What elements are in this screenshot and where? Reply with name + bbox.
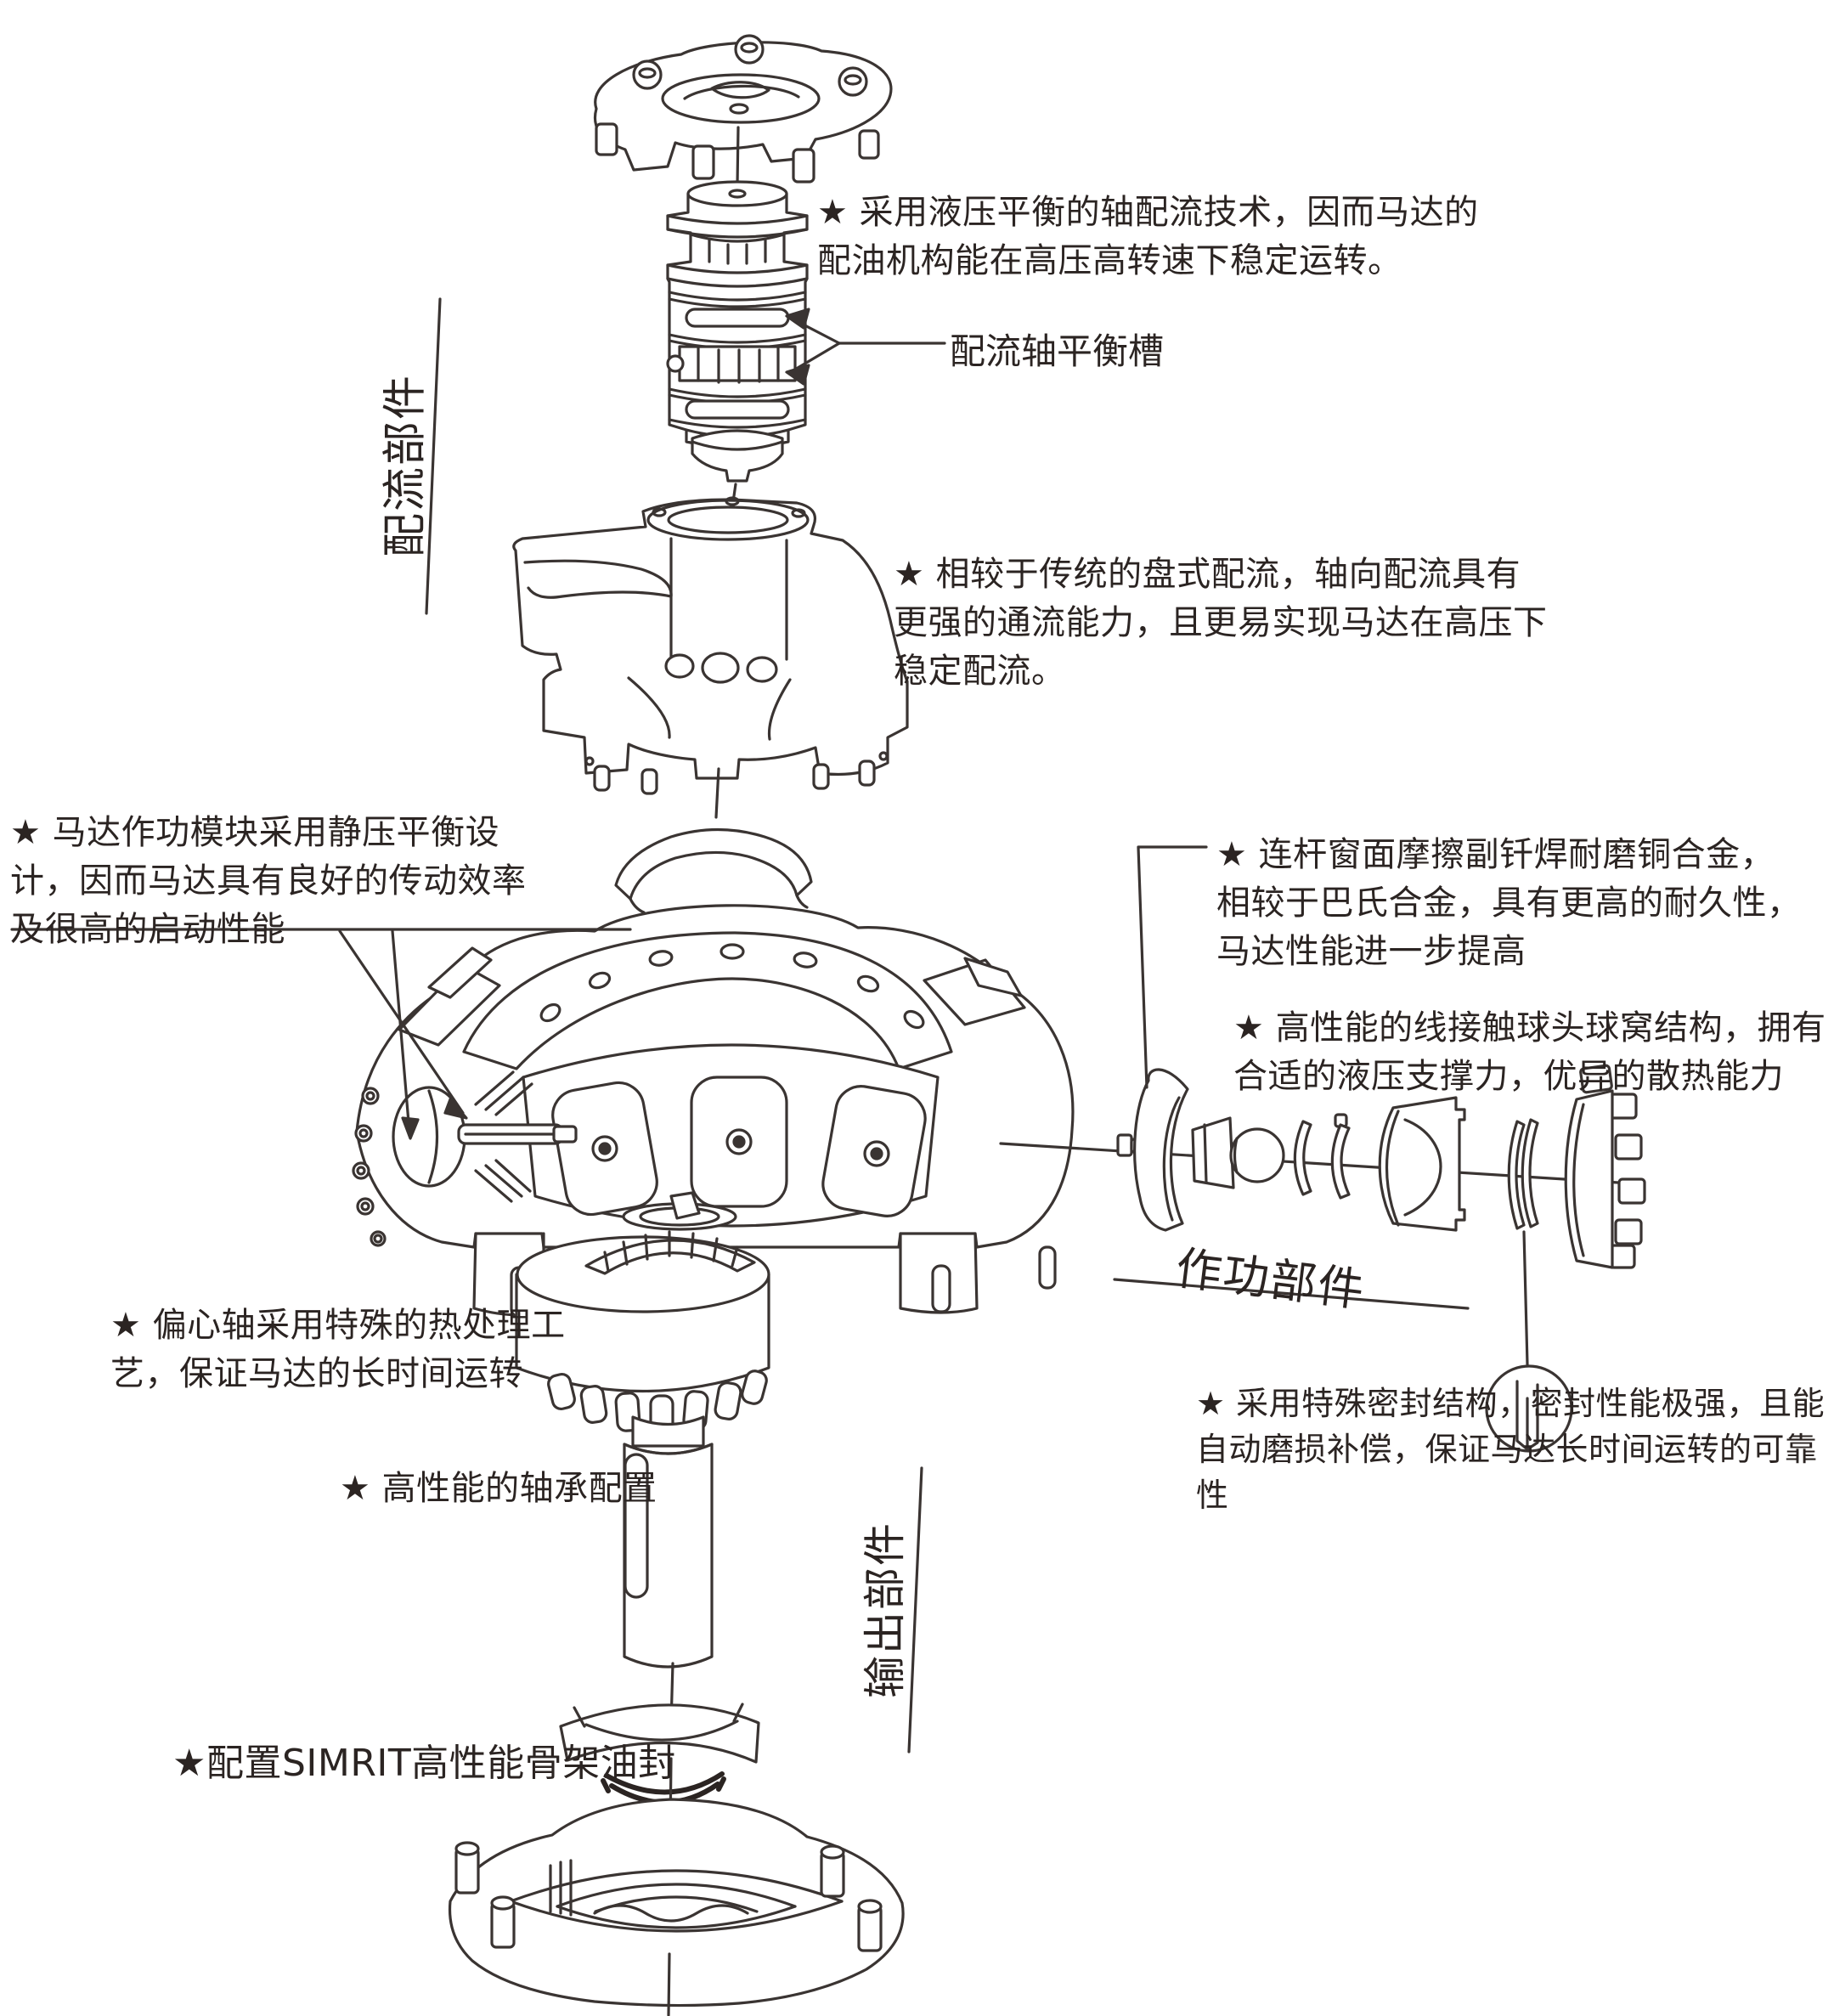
balance-groove-leader-lines [785, 308, 946, 386]
end-cover-part [448, 1798, 905, 2008]
annotation-eccentric-shaft: ★ 偏心轴采用特殊的热处理工 艺，保证马达的长时间运转 [110, 1306, 566, 1393]
bearing-drum-part [515, 1191, 770, 1435]
annotation-simrit: ★配置SIMRIT高性能骨架油封 [172, 1742, 676, 1785]
annotation-bearing: ★ 高性能的轴承配置 [340, 1469, 657, 1508]
seal-carrier-part [559, 1703, 760, 1764]
center-axis-line-3 [714, 767, 720, 819]
shim-washer-2-part [1330, 1113, 1351, 1200]
hydrostatic-leader-lines [10, 928, 632, 1140]
annotation-rod-window: ★ 连杆窗面摩擦副钎焊耐磨铜合金， 相较于巴氏合金，具有更高的耐久性， 马达性能… [1216, 835, 1802, 971]
valve-housing-part [512, 496, 909, 795]
rod-window-leader-line [1137, 845, 1208, 1089]
section-label-distribution: 配流部件 [380, 373, 432, 558]
annotation-axial-valve: ★ 采用液压平衡的轴配流技术，因而马达的 配油机构能在高压高转速下稳定运转。 [817, 193, 1479, 280]
main-housing-part [352, 904, 1075, 1320]
window-plate-part [1564, 1064, 1646, 1269]
balance-groove-label: 配流轴平衡槽 [950, 330, 1165, 372]
output-label-line [907, 1466, 923, 1753]
section-label-output: 输出部件 [861, 1522, 910, 1698]
spool-valve-part [666, 180, 809, 462]
piston-slipper-part [1133, 1068, 1189, 1232]
distribution-label-line [425, 297, 442, 615]
annotation-hydrostatic: ★ 马达作功模块采用静压平衡设 计，因而马达具有良好的传动效率 及很高的启动性能 [10, 813, 527, 949]
annotation-seal: ★ 采用特殊密封结构，密封性能极强，且能 自动磨损补偿，保证马达长时间运转的可靠… [1196, 1385, 1826, 1514]
center-axis-line-top [736, 126, 740, 187]
shim-washer-1-part [1293, 1120, 1312, 1196]
ball-piston-part [1191, 1116, 1285, 1189]
oil-seal-part [601, 1771, 726, 1805]
cam-washer-part [691, 429, 784, 483]
end-cap-part [594, 34, 893, 184]
annotation-axial-vs-disc: ★ 相较于传统的盘式配流，轴向配流具有 更强的通流能力，且更易实现马达在高压下 … [894, 555, 1548, 691]
balance-ring-part [614, 827, 813, 914]
working-label-underline [1113, 1278, 1470, 1310]
shim-ring-pair-part [1507, 1118, 1539, 1230]
seal-detail-callout [1485, 1230, 1573, 1453]
annotation-ball-socket: ★ 高性能的线接触球头球窝结构，拥有 合适的液压支撑力，优异的散热能力 [1233, 1008, 1826, 1096]
output-shaft-part [623, 1415, 714, 1669]
ball-socket-cup-part [1378, 1096, 1466, 1232]
